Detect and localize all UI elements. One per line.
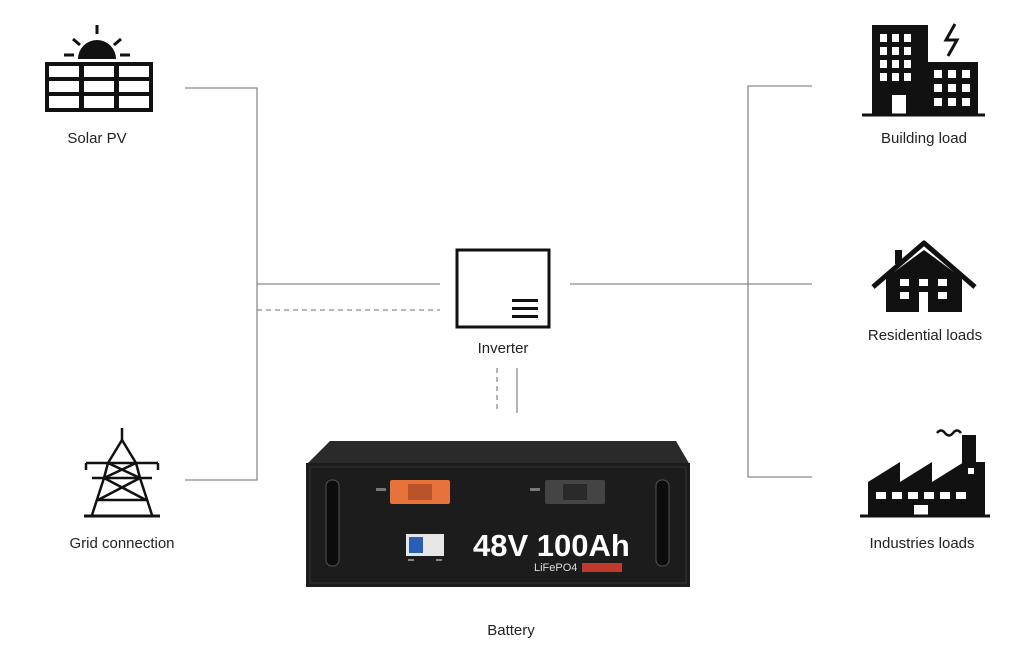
loads-bus-line	[748, 86, 812, 477]
transmission-tower-icon	[84, 428, 160, 516]
solar-panel-icon	[45, 25, 153, 112]
grid-label: Grid connection	[69, 535, 174, 552]
battery-rating: 48V 100Ah	[473, 528, 630, 563]
battery-chemistry: LiFePO4	[534, 562, 577, 574]
industries-label: Industries loads	[869, 535, 974, 552]
inverter-icon	[457, 250, 549, 327]
office-building-icon	[862, 24, 985, 115]
inverter-label: Inverter	[478, 340, 529, 357]
battery-tag	[582, 563, 622, 572]
battery-label: Battery	[487, 622, 535, 639]
building-label: Building load	[881, 130, 967, 147]
house-icon	[873, 243, 975, 312]
battery-unit: 48V 100Ah LiFePO4	[306, 441, 690, 587]
battery-left-handle	[326, 480, 339, 566]
battery-front-panel	[306, 463, 690, 587]
solar-to-bus-line	[185, 88, 257, 480]
battery-right-handle	[656, 480, 669, 566]
factory-icon	[860, 431, 990, 517]
residential-label: Residential loads	[868, 327, 982, 344]
battery-top-face	[306, 441, 690, 465]
solar-label: Solar PV	[67, 130, 126, 147]
